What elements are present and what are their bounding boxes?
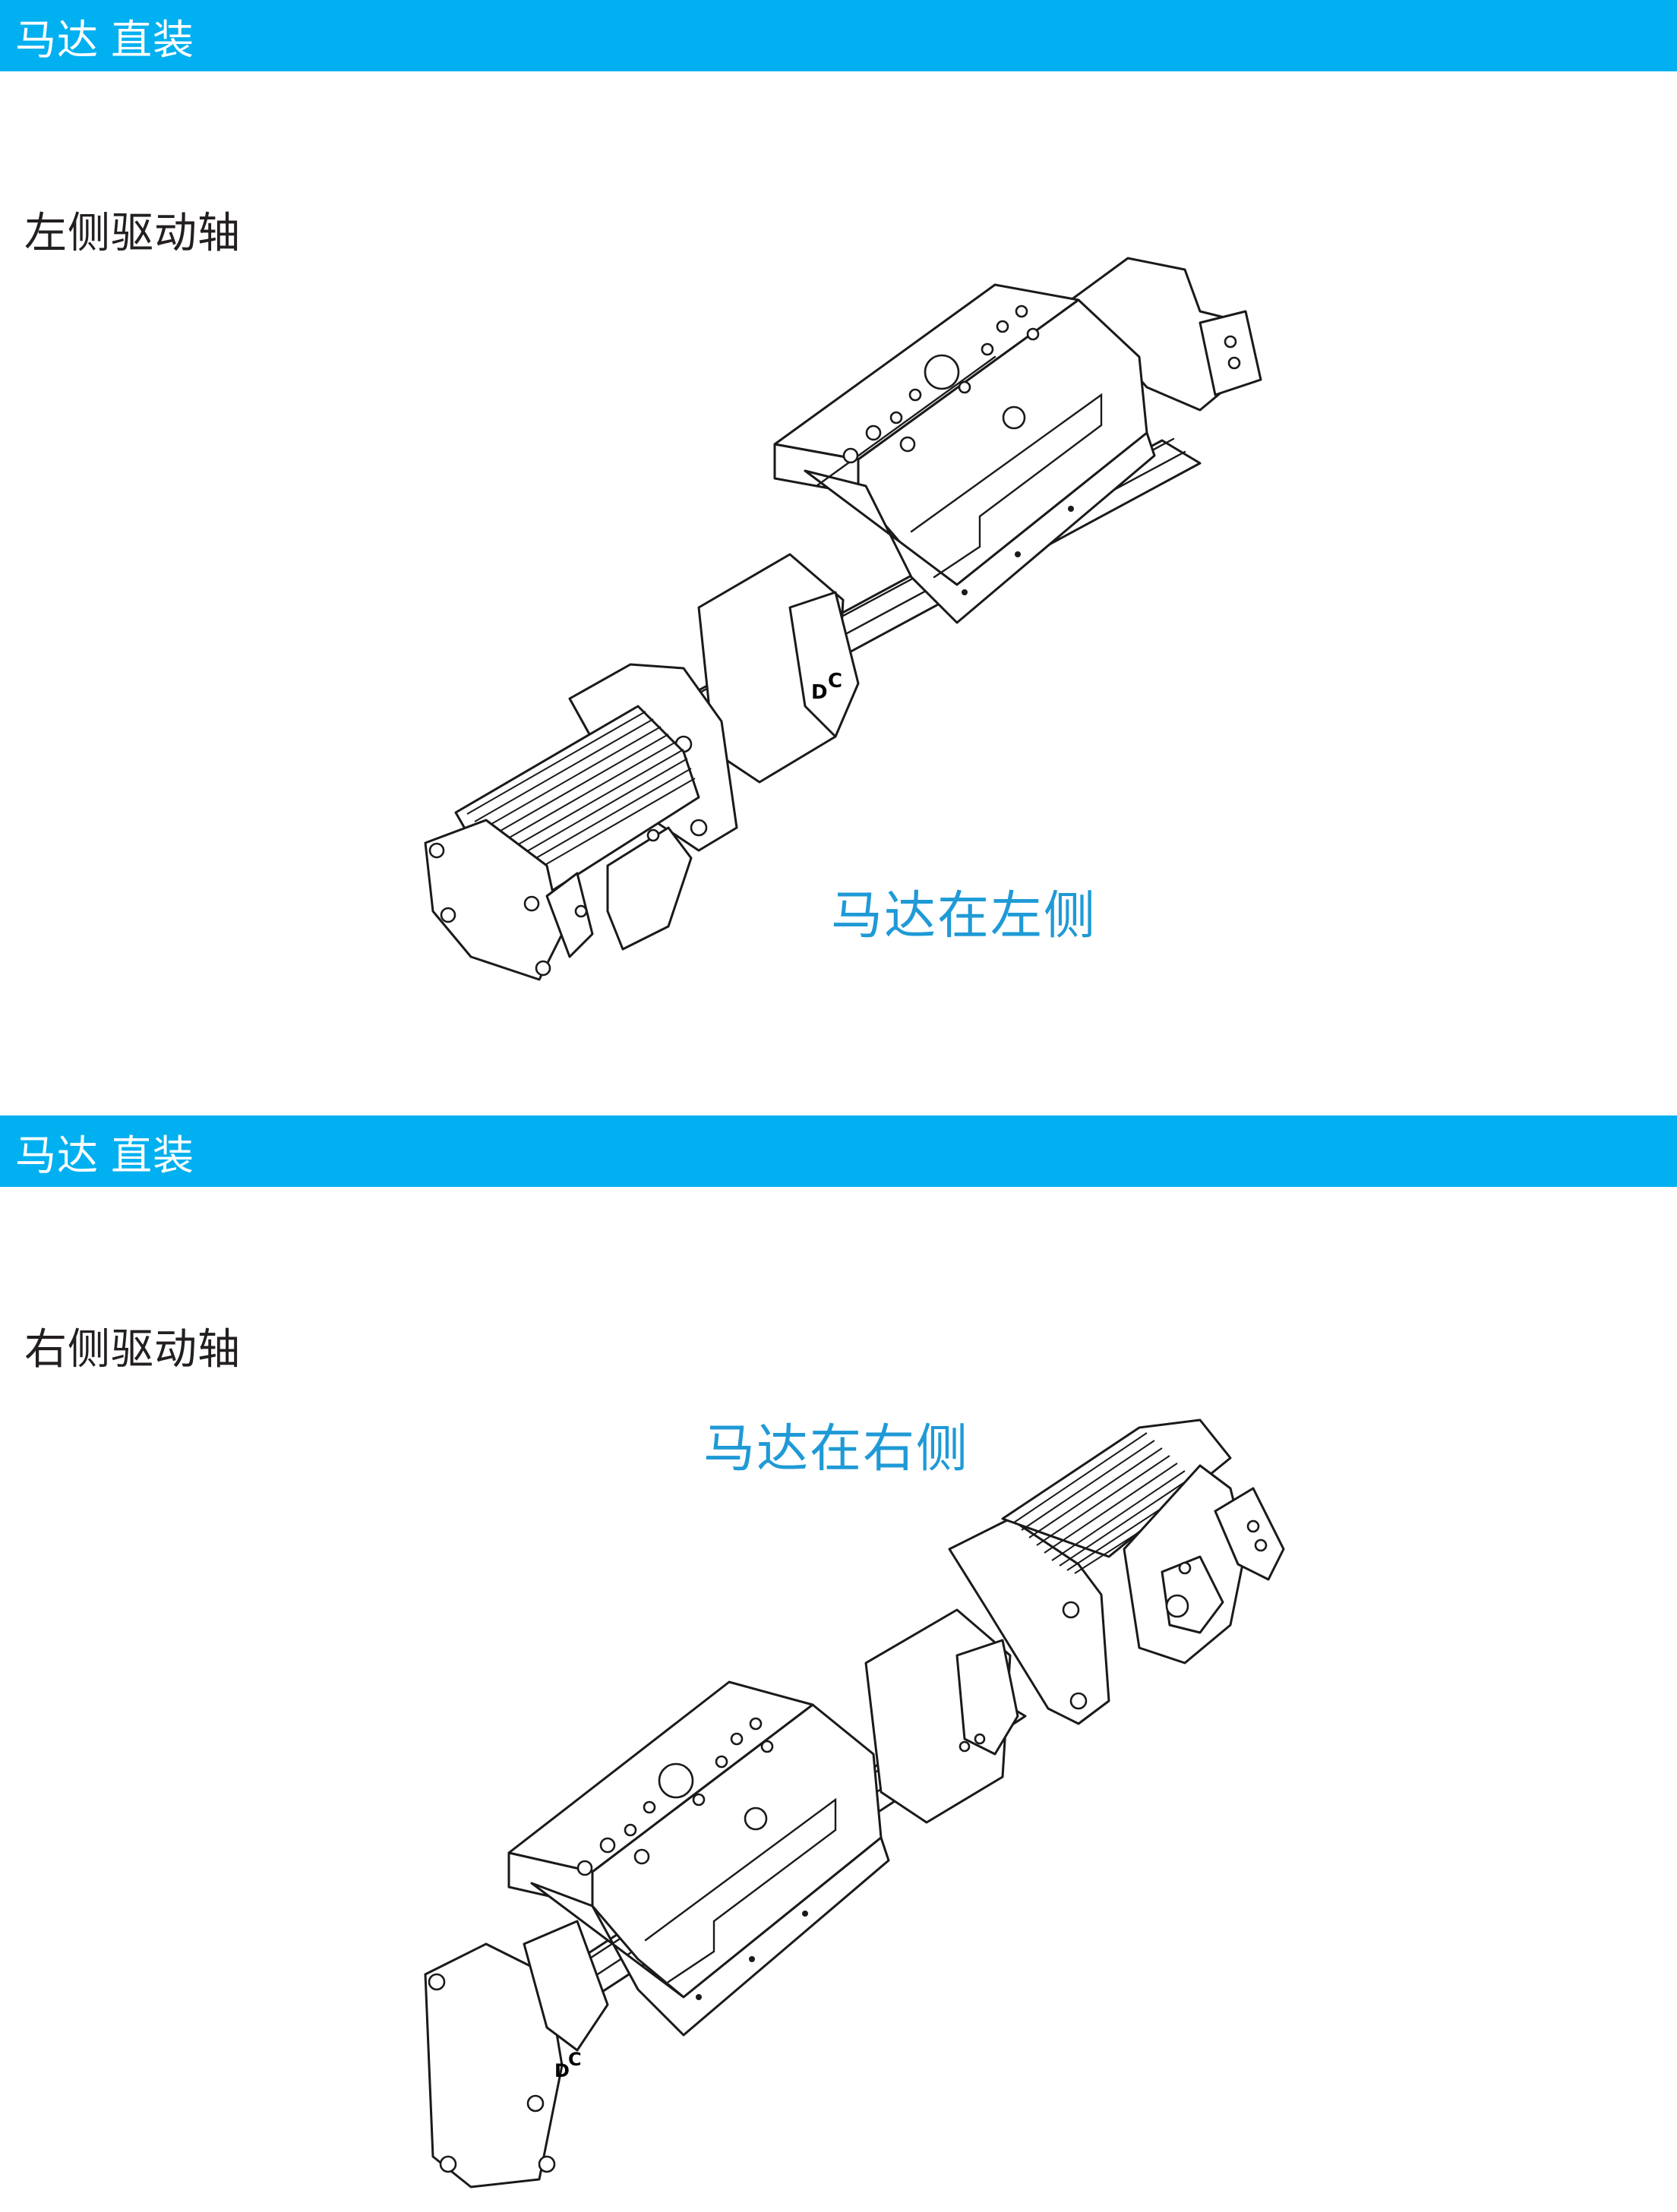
drawing-mark-d: D xyxy=(811,681,828,704)
section-header-bar: 马达直装 xyxy=(0,0,1677,71)
linear-actuator-motor-left-icon: D C xyxy=(0,228,1677,1033)
drawing-mark-c: C xyxy=(828,670,842,693)
section-header-title: 马达直装 xyxy=(15,1122,194,1182)
section-header-title: 马达直装 xyxy=(15,6,194,66)
drive-axis-label: 右侧驱动轴 xyxy=(24,1325,241,1374)
motor-position-caption: 马达在左侧 xyxy=(831,886,1097,946)
header-main-text: 马达 xyxy=(15,1131,99,1179)
drawing-mark-c: C xyxy=(568,2049,582,2070)
header-sub-text: 直装 xyxy=(111,1131,194,1179)
drive-axis-label: 左侧驱动轴 xyxy=(24,209,241,258)
linear-actuator-motor-right-icon: D C xyxy=(0,1382,1677,2212)
motor-position-caption: 马达在右侧 xyxy=(703,1419,970,1479)
drawing-mark-d: D xyxy=(554,2060,570,2081)
header-sub-text: 直装 xyxy=(111,15,194,64)
header-main-text: 马达 xyxy=(15,15,99,64)
section-header-bar: 马达直装 xyxy=(0,1115,1677,1187)
